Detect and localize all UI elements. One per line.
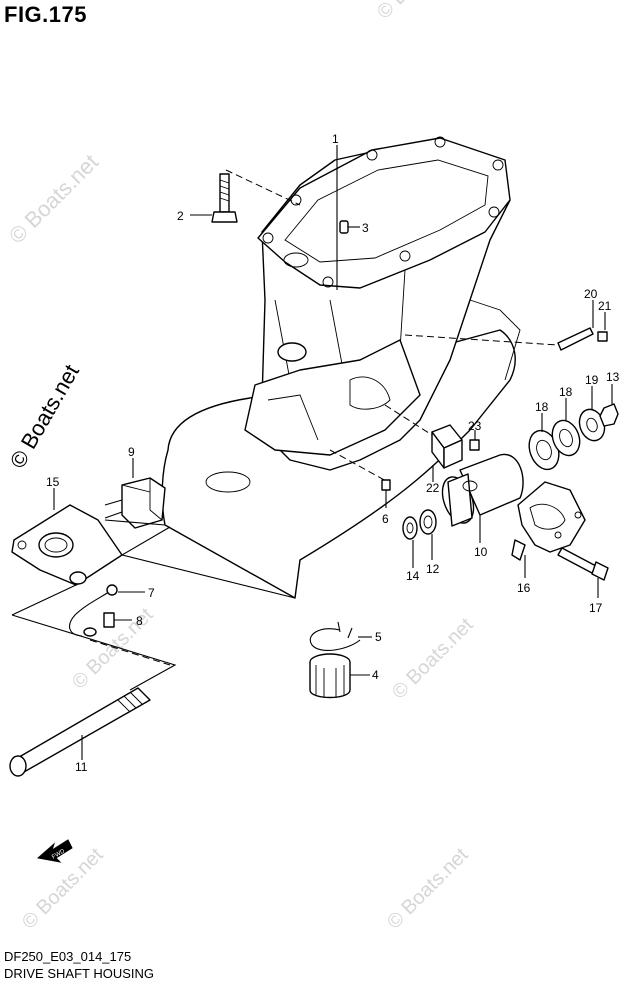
bolt-8 bbox=[83, 612, 132, 637]
watermark-6: © Boats.net bbox=[18, 844, 108, 934]
callout-4: 4 bbox=[372, 668, 379, 682]
callout-7: 7 bbox=[148, 586, 155, 600]
figure-caption: DRIVE SHAFT HOUSING bbox=[4, 966, 155, 981]
bolt-17 bbox=[557, 547, 609, 598]
spacer-22 bbox=[384, 404, 463, 482]
housing-lower-detail bbox=[267, 376, 391, 441]
figure-title: FIG.175 bbox=[4, 2, 87, 27]
callout-5: 5 bbox=[375, 630, 382, 644]
fwd-arrow-icon: FWD bbox=[36, 839, 73, 863]
mount-rubber-10 bbox=[441, 453, 524, 543]
flange-inner bbox=[284, 159, 489, 263]
snap-ring-5 bbox=[309, 621, 372, 651]
housing-lower-block bbox=[244, 339, 421, 456]
dash-bolt-2 bbox=[225, 169, 301, 206]
callout-12: 12 bbox=[426, 562, 440, 576]
callout-21: 21 bbox=[598, 299, 612, 313]
bolt-21 bbox=[597, 312, 608, 342]
callout-13: 13 bbox=[606, 370, 620, 384]
guide-15-left bbox=[11, 584, 77, 616]
watermark-2: © Boats.net bbox=[373, 0, 463, 24]
mount-bracket-16 bbox=[511, 481, 586, 578]
callout-3: 3 bbox=[362, 221, 369, 235]
callout-18b: 18 bbox=[559, 385, 573, 399]
callout-1: 1 bbox=[332, 132, 339, 146]
washer-12 bbox=[419, 509, 437, 560]
flange-bolt-holes bbox=[262, 136, 504, 288]
callout-23: 23 bbox=[468, 419, 482, 433]
callout-20: 20 bbox=[584, 287, 598, 301]
callout-17: 17 bbox=[589, 601, 603, 615]
washer-18b bbox=[551, 398, 581, 457]
guide-15-housing bbox=[121, 554, 296, 599]
callout-15: 15 bbox=[46, 475, 60, 489]
dowel-pin-3 bbox=[339, 220, 360, 234]
housing-boss bbox=[277, 342, 307, 362]
bushing-4 bbox=[309, 653, 370, 699]
washer-18a bbox=[528, 413, 560, 471]
callout-19: 19 bbox=[585, 373, 599, 387]
clip-7 bbox=[69, 584, 145, 637]
retaining-pin-20 bbox=[404, 300, 594, 351]
nut-13 bbox=[599, 384, 619, 427]
watermark-dark: © Boats.net bbox=[5, 360, 84, 472]
guide-15-plate bbox=[121, 526, 171, 556]
watermark-7: © Boats.net bbox=[383, 844, 473, 934]
bolt-2 bbox=[190, 173, 238, 223]
guide-9 bbox=[104, 519, 166, 526]
washer-14 bbox=[402, 516, 418, 568]
figure-code: DF250_E03_014_175 bbox=[4, 949, 132, 964]
plate-hole bbox=[205, 471, 251, 493]
callout-2: 2 bbox=[177, 209, 184, 223]
callout-10: 10 bbox=[474, 545, 488, 559]
callout-11: 11 bbox=[75, 760, 88, 774]
callout-labels: 1 2 3 4 5 6 7 8 9 10 11 12 13 14 15 16 1… bbox=[46, 132, 620, 774]
callout-14: 14 bbox=[406, 569, 420, 583]
bolt-23 bbox=[469, 430, 480, 451]
bolt-6 bbox=[329, 449, 391, 508]
callout-18a: 18 bbox=[535, 400, 549, 414]
grommet-9 bbox=[104, 458, 166, 529]
watermark-1: © Boats.net bbox=[4, 149, 103, 248]
callout-8: 8 bbox=[136, 614, 143, 628]
callout-22: 22 bbox=[426, 481, 440, 495]
guide-11 bbox=[11, 614, 177, 691]
callout-9: 9 bbox=[128, 445, 135, 459]
watermark-4: © Boats.net bbox=[388, 614, 478, 704]
callout-6: 6 bbox=[382, 512, 389, 526]
water-pipe-guide-15 bbox=[11, 488, 123, 586]
stud-bolt-11 bbox=[9, 687, 151, 777]
callout-16: 16 bbox=[517, 581, 531, 595]
guide-11-dash bbox=[89, 639, 171, 666]
washer-19 bbox=[578, 386, 606, 442]
